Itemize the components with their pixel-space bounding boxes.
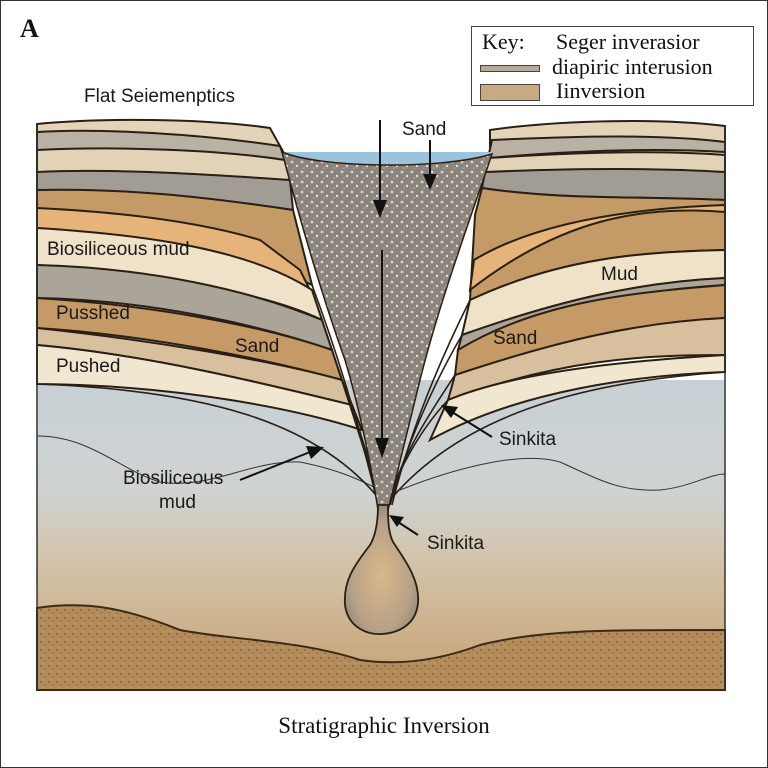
legend-key: Key: Seger inverasior diapiric interusio… <box>471 26 754 106</box>
sand-conduit <box>280 150 494 511</box>
panel-letter: A <box>20 14 39 43</box>
flow-arrows <box>239 120 493 536</box>
arrowhead <box>373 200 387 218</box>
basin-interface-line-right <box>399 457 726 491</box>
arrowhead <box>423 174 437 190</box>
legend-item-label: Seger inverasior <box>556 29 700 54</box>
label-biosiliceous-lower-1: Biosiliceous <box>123 468 223 489</box>
arrow-biosiliceous <box>239 451 311 481</box>
arrow-sinkita-right <box>451 411 493 438</box>
label-sand-right: Sand <box>493 328 537 349</box>
legend-line-swatch <box>480 65 540 72</box>
legend-fill-swatch <box>480 84 540 101</box>
diagram-subtitle: Flat Seiemenptics <box>84 86 236 107</box>
label-biosiliceous-mud-left: Biosiliceous mud <box>47 239 190 260</box>
arrowhead <box>306 446 324 459</box>
label-sand-top: Sand <box>402 119 446 140</box>
arrow-sinkita-blob <box>397 521 419 536</box>
label-pusshed: Pusshed <box>56 303 130 324</box>
arrowhead <box>389 515 404 527</box>
arrowhead <box>441 405 458 418</box>
legend-title: Key: <box>482 29 525 54</box>
arrowhead <box>375 438 389 458</box>
base-sand-layer <box>36 604 726 691</box>
right-strata <box>427 120 726 443</box>
figure-caption: Stratigraphic Inversion <box>278 713 490 738</box>
label-biosiliceous-lower-2: mud <box>159 492 196 513</box>
legend-item-label: Iinversion <box>556 78 646 103</box>
left-strata <box>36 118 364 432</box>
legend-item-label: diapiric interusion <box>552 54 713 79</box>
basin-interface-line <box>36 435 381 491</box>
label-pushed: Pushed <box>56 356 120 377</box>
label-sinkita-blob: Sinkita <box>427 533 484 554</box>
label-sinkita-right: Sinkita <box>499 429 556 450</box>
label-sand-left: Sand <box>235 336 279 357</box>
sand-blob <box>343 504 419 635</box>
label-mud-right: Mud <box>601 264 638 285</box>
